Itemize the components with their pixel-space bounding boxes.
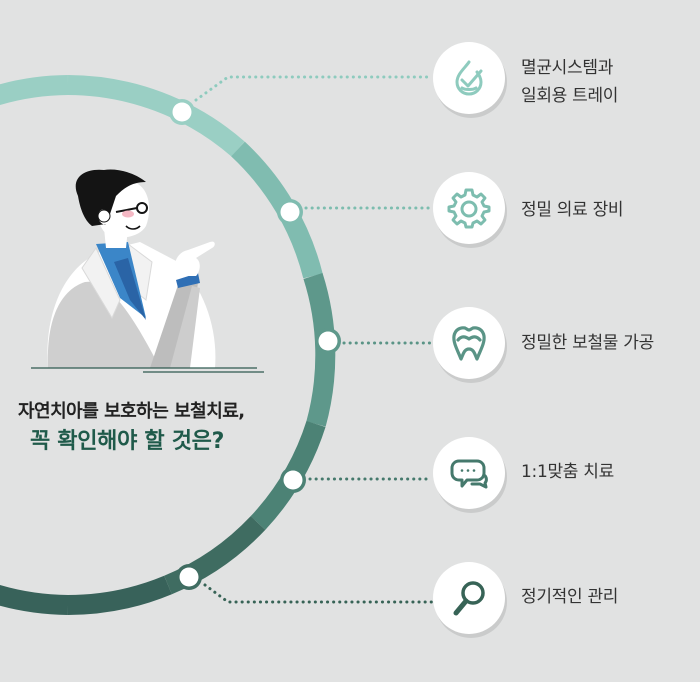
magnifier-icon — [453, 581, 485, 616]
item-2-label: 정밀 의료 장비 — [521, 200, 624, 220]
item-1-icon-badge — [433, 42, 505, 114]
item-2-icon-badge — [433, 172, 505, 244]
headline-line-1: 자연치아를 보호하는 보철치료, — [18, 401, 245, 422]
item-1-label-line-2: 일회용 트레이 — [521, 86, 619, 106]
item-1-label: 멸균시스템과 일회용 트레이 — [521, 54, 618, 110]
item-5-icon-badge — [433, 562, 505, 634]
doctor-illustration — [47, 169, 216, 368]
arc-nodes — [169, 99, 341, 590]
tooth-icon — [452, 326, 486, 361]
connectors — [194, 75, 434, 604]
connector-1 — [194, 75, 434, 102]
item-1-label-line-1: 멸균시스템과 — [521, 58, 614, 78]
sterile-drop-check-icon — [455, 60, 483, 96]
item-4-icon-badge — [433, 437, 505, 509]
gear-icon — [447, 188, 491, 229]
connector-5 — [203, 583, 434, 604]
item-3-label: 정밀한 보철물 가공 — [521, 333, 654, 353]
chat-bubbles-icon — [450, 459, 488, 489]
headline-line-2: 꼭 확인해야 할 것은? — [30, 429, 225, 454]
item-3-icon-badge — [433, 307, 505, 379]
item-5-label: 정기적인 관리 — [521, 587, 619, 607]
item-4-label: 1:1맞춤 치료 — [521, 462, 614, 482]
